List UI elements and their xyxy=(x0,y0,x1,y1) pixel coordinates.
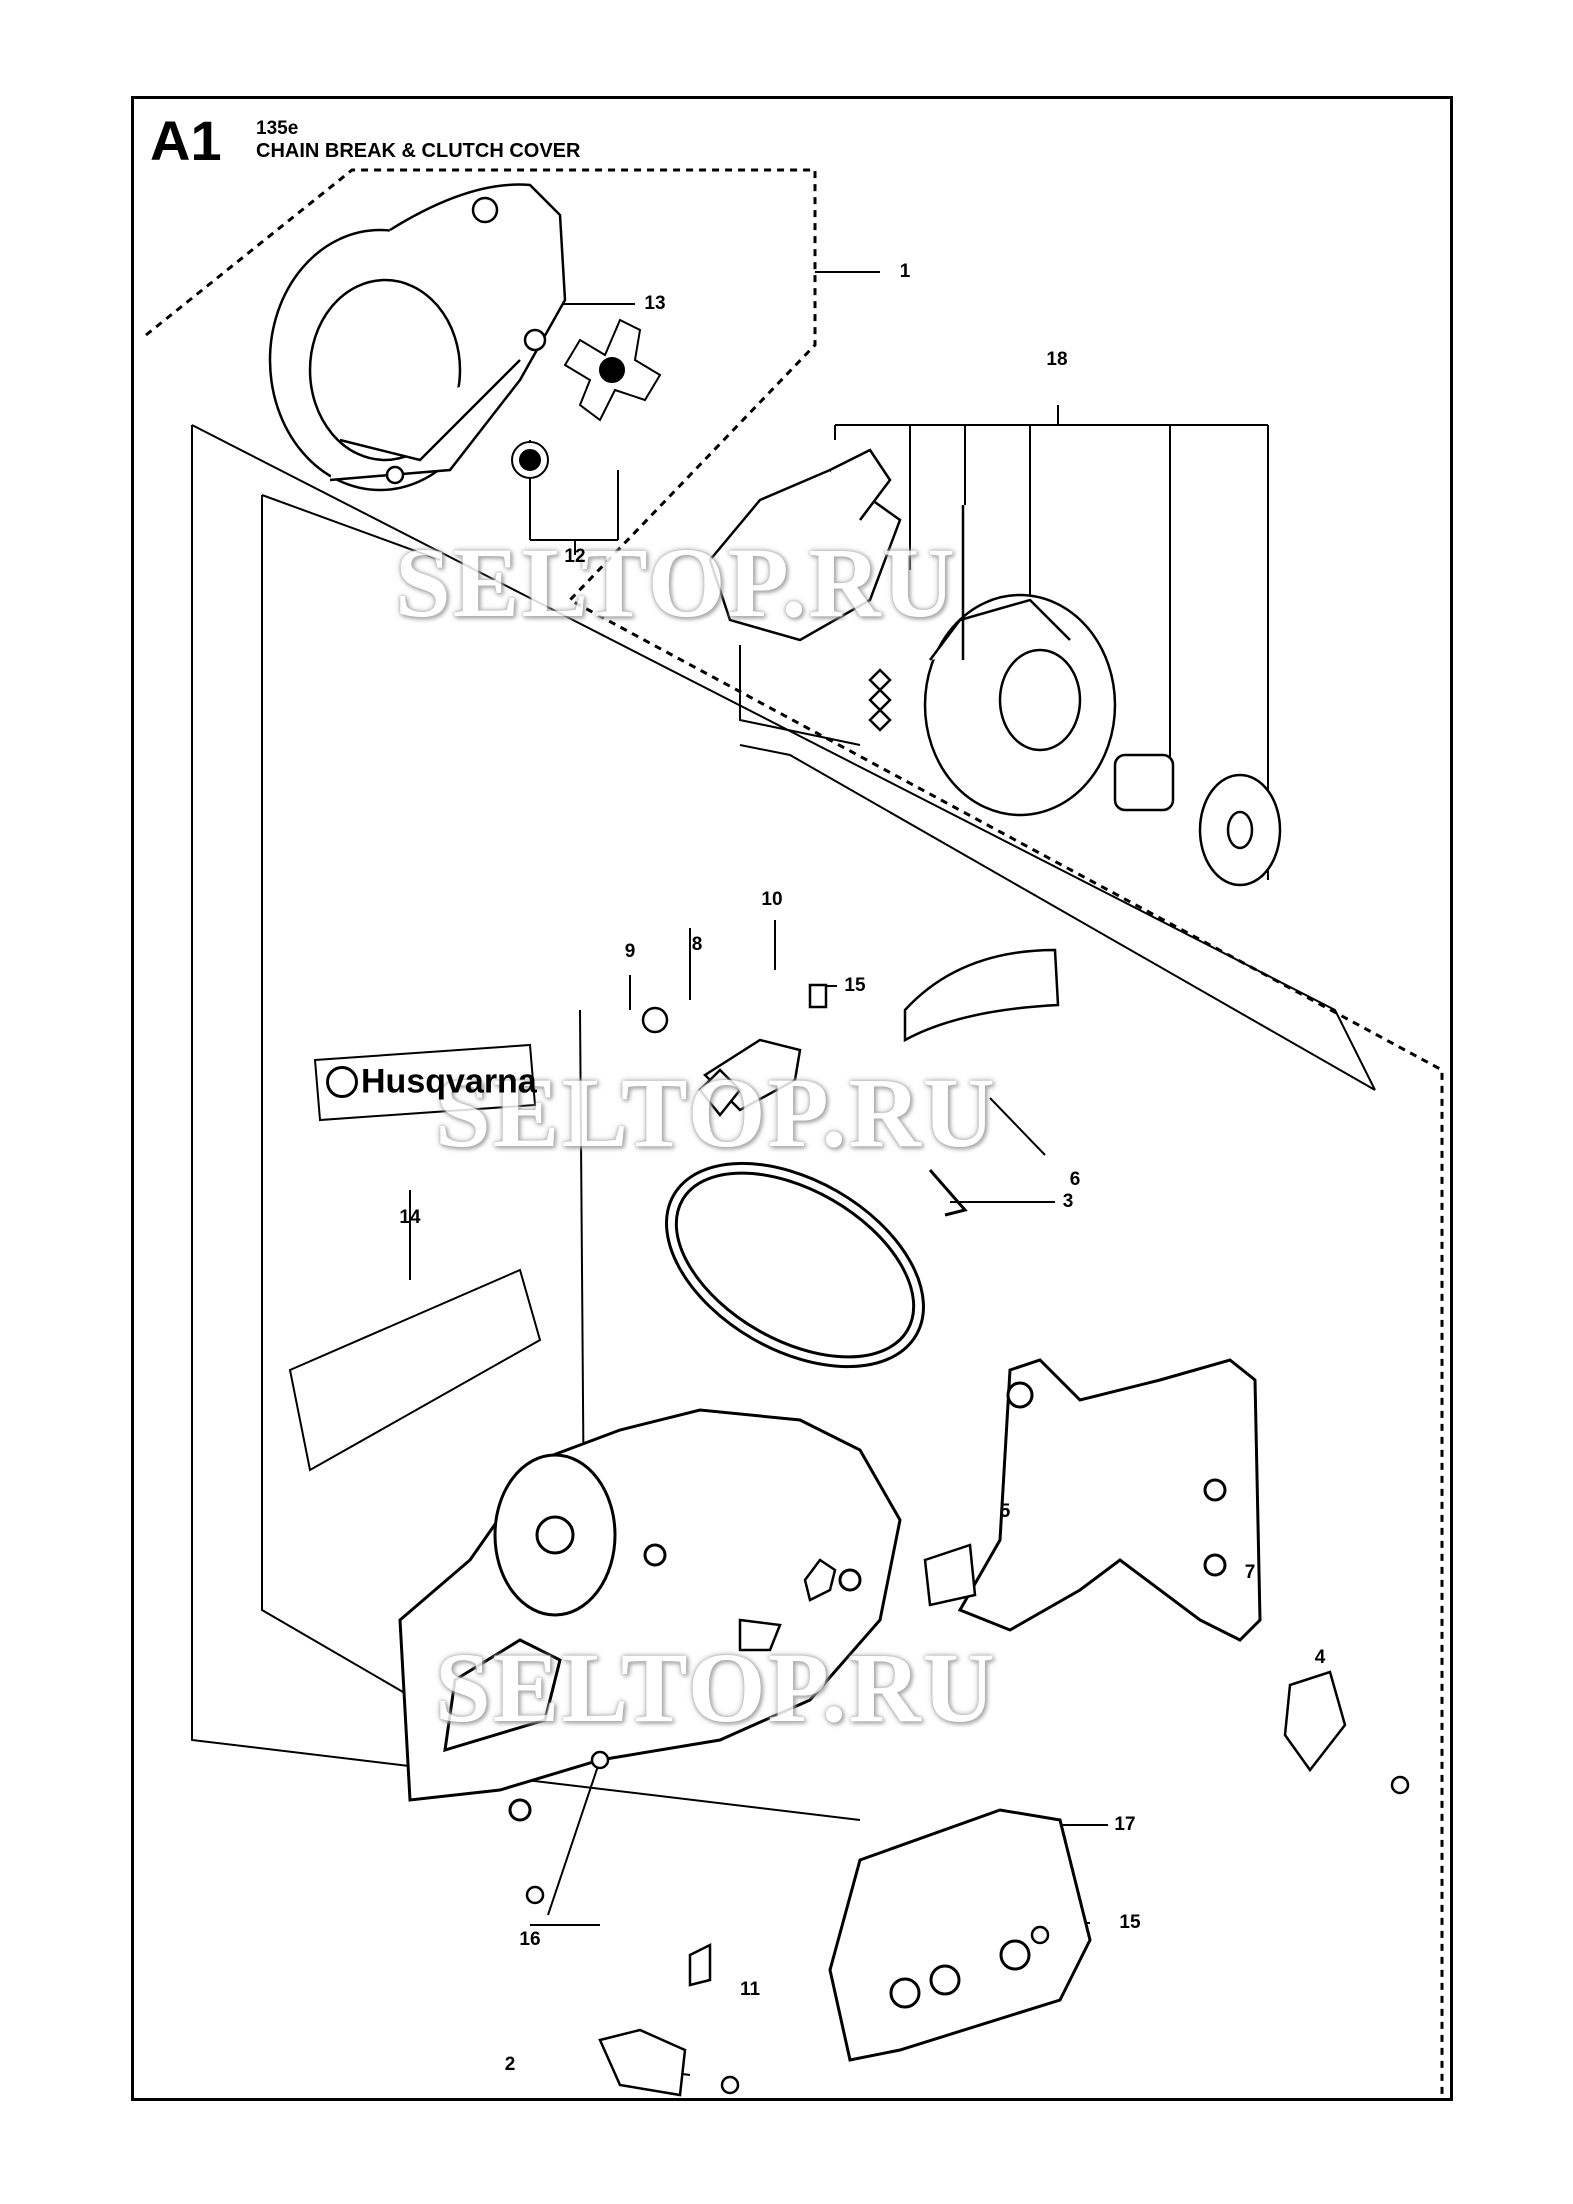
callout-4: 4 xyxy=(1314,1647,1326,1668)
model-name: 135e xyxy=(256,118,299,139)
guide-line xyxy=(739,645,861,746)
callout-15-upper: 15 xyxy=(844,975,866,996)
leader-line xyxy=(989,1097,1046,1156)
clutch-cover-drum-13 xyxy=(268,183,567,492)
callout-16: 16 xyxy=(519,1929,541,1950)
small-parts xyxy=(525,1543,1410,2097)
callout-2: 2 xyxy=(504,2054,516,2075)
crown-icon xyxy=(326,1066,358,1099)
side-guard-7 xyxy=(957,1358,1262,1642)
watermark-middle: SELTOP.RU xyxy=(435,1057,997,1168)
bracket-12 xyxy=(529,440,619,555)
watermark-bottom: SELTOP.RU xyxy=(435,1632,997,1743)
guide-line xyxy=(191,424,1376,1091)
guide-line xyxy=(739,744,1376,1091)
brake-band-3 xyxy=(665,1161,968,1369)
clutch-cover-body xyxy=(398,1408,902,1822)
bracket-18 xyxy=(834,405,1269,880)
section-code: A1 xyxy=(150,109,222,172)
callout-1: 1 xyxy=(899,261,911,282)
brand-logo-text: Husqvarna xyxy=(361,1062,537,1101)
callout-5: 5 xyxy=(999,1501,1011,1522)
callout-9: 9 xyxy=(624,941,636,962)
callout-12: 12 xyxy=(564,546,586,567)
callout-8: 8 xyxy=(691,934,703,955)
guide-line xyxy=(261,494,441,561)
leader-line xyxy=(547,1759,601,1916)
callout-7: 7 xyxy=(1244,1562,1256,1583)
watermark-top: SELTOP.RU xyxy=(395,527,957,638)
bar-plate-17 xyxy=(828,1808,1092,2062)
callout-14: 14 xyxy=(399,1207,421,1228)
callout-3: 3 xyxy=(1062,1191,1074,1212)
logo-decal-frame xyxy=(313,1043,537,1122)
assembly-boundary-dashed xyxy=(145,168,1444,2095)
sprocket-star-12 xyxy=(511,318,662,479)
guide-line xyxy=(191,425,861,1821)
callout-13: 13 xyxy=(644,293,666,314)
blank-decal-14 xyxy=(288,1268,542,1472)
diagram-frame xyxy=(131,96,1453,2101)
callout-10: 10 xyxy=(761,889,783,910)
diagram-title: CHAIN BREAK & CLUTCH COVER xyxy=(256,140,581,162)
callout-6: 6 xyxy=(1069,1169,1081,1190)
callout-18: 18 xyxy=(1046,349,1068,370)
lever-and-spring xyxy=(641,948,1060,1118)
callout-11: 11 xyxy=(739,1979,761,2000)
callout-17: 17 xyxy=(1114,1814,1136,1835)
brand-logo-decal: Husqvarna xyxy=(326,1061,537,1102)
brake-mechanism-18 xyxy=(708,448,1282,887)
callout-15-lower: 15 xyxy=(1119,1912,1141,1933)
